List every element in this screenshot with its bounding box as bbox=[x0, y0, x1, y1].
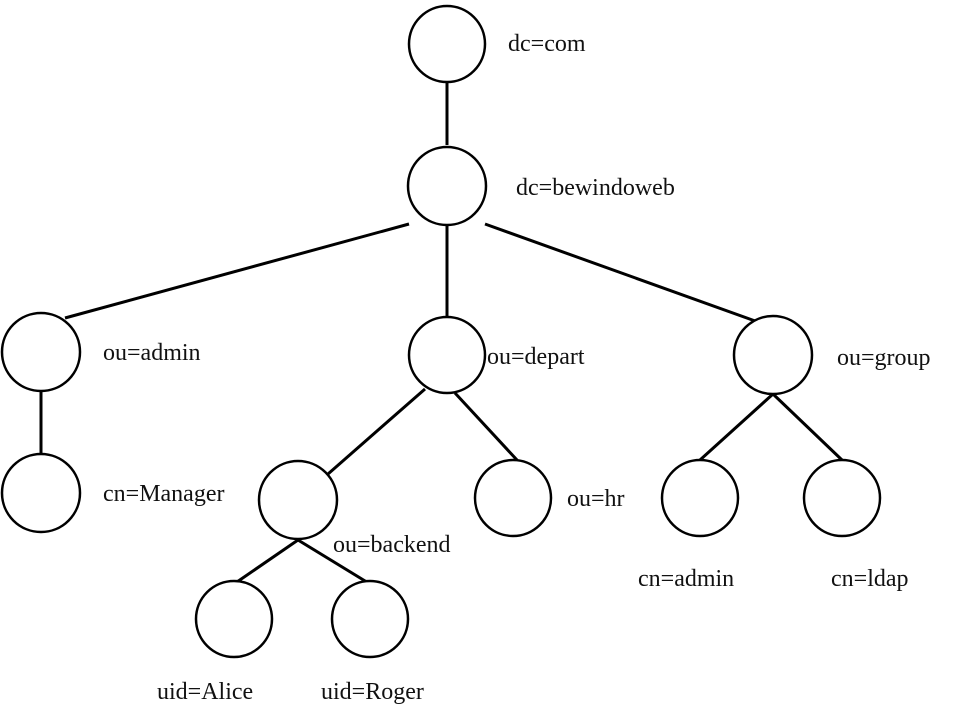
label-uid-roger: uid=Roger bbox=[321, 679, 424, 705]
label-uid-alice: uid=Alice bbox=[157, 679, 253, 705]
edge-bewindoweb-group bbox=[484, 222, 759, 324]
tree-labels: dc=com dc=bewindoweb ou=admin ou=depart … bbox=[103, 31, 931, 705]
label-cn-ldap: cn=ldap bbox=[831, 566, 909, 592]
node-ou-admin bbox=[0, 311, 82, 393]
label-ou-admin: ou=admin bbox=[103, 340, 201, 366]
node-dc-bewindoweb bbox=[406, 145, 488, 227]
node-dc-com bbox=[407, 4, 487, 84]
node-ou-backend bbox=[257, 459, 339, 541]
node-ou-hr bbox=[473, 458, 553, 538]
edge-group-cnadmin bbox=[698, 392, 775, 462]
label-ou-depart: ou=depart bbox=[487, 344, 585, 370]
label-dc-bewindoweb: dc=bewindoweb bbox=[516, 175, 675, 201]
label-ou-backend: ou=backend bbox=[333, 532, 451, 558]
label-cn-admin: cn=admin bbox=[638, 566, 734, 592]
edge-depart-hr bbox=[453, 391, 519, 462]
node-cn-admin bbox=[660, 458, 740, 538]
node-uid-alice bbox=[194, 579, 274, 659]
edge-bewindoweb-admin bbox=[64, 222, 410, 320]
edge-backend-alice bbox=[233, 538, 299, 586]
edge-depart-backend bbox=[327, 387, 426, 476]
node-ou-group bbox=[732, 314, 814, 396]
node-cn-manager bbox=[0, 452, 82, 534]
label-cn-manager: cn=Manager bbox=[103, 481, 224, 507]
label-ou-hr: ou=hr bbox=[567, 486, 625, 512]
node-ou-depart bbox=[407, 315, 487, 395]
tree-edges bbox=[39, 82, 844, 586]
label-dc-com: dc=com bbox=[508, 31, 586, 57]
label-ou-group: ou=group bbox=[837, 345, 931, 371]
tree-nodes bbox=[0, 4, 882, 659]
edge-backend-roger bbox=[297, 538, 371, 586]
node-cn-ldap bbox=[802, 458, 882, 538]
edge-group-cnldap bbox=[771, 392, 844, 462]
node-uid-roger bbox=[330, 579, 410, 659]
